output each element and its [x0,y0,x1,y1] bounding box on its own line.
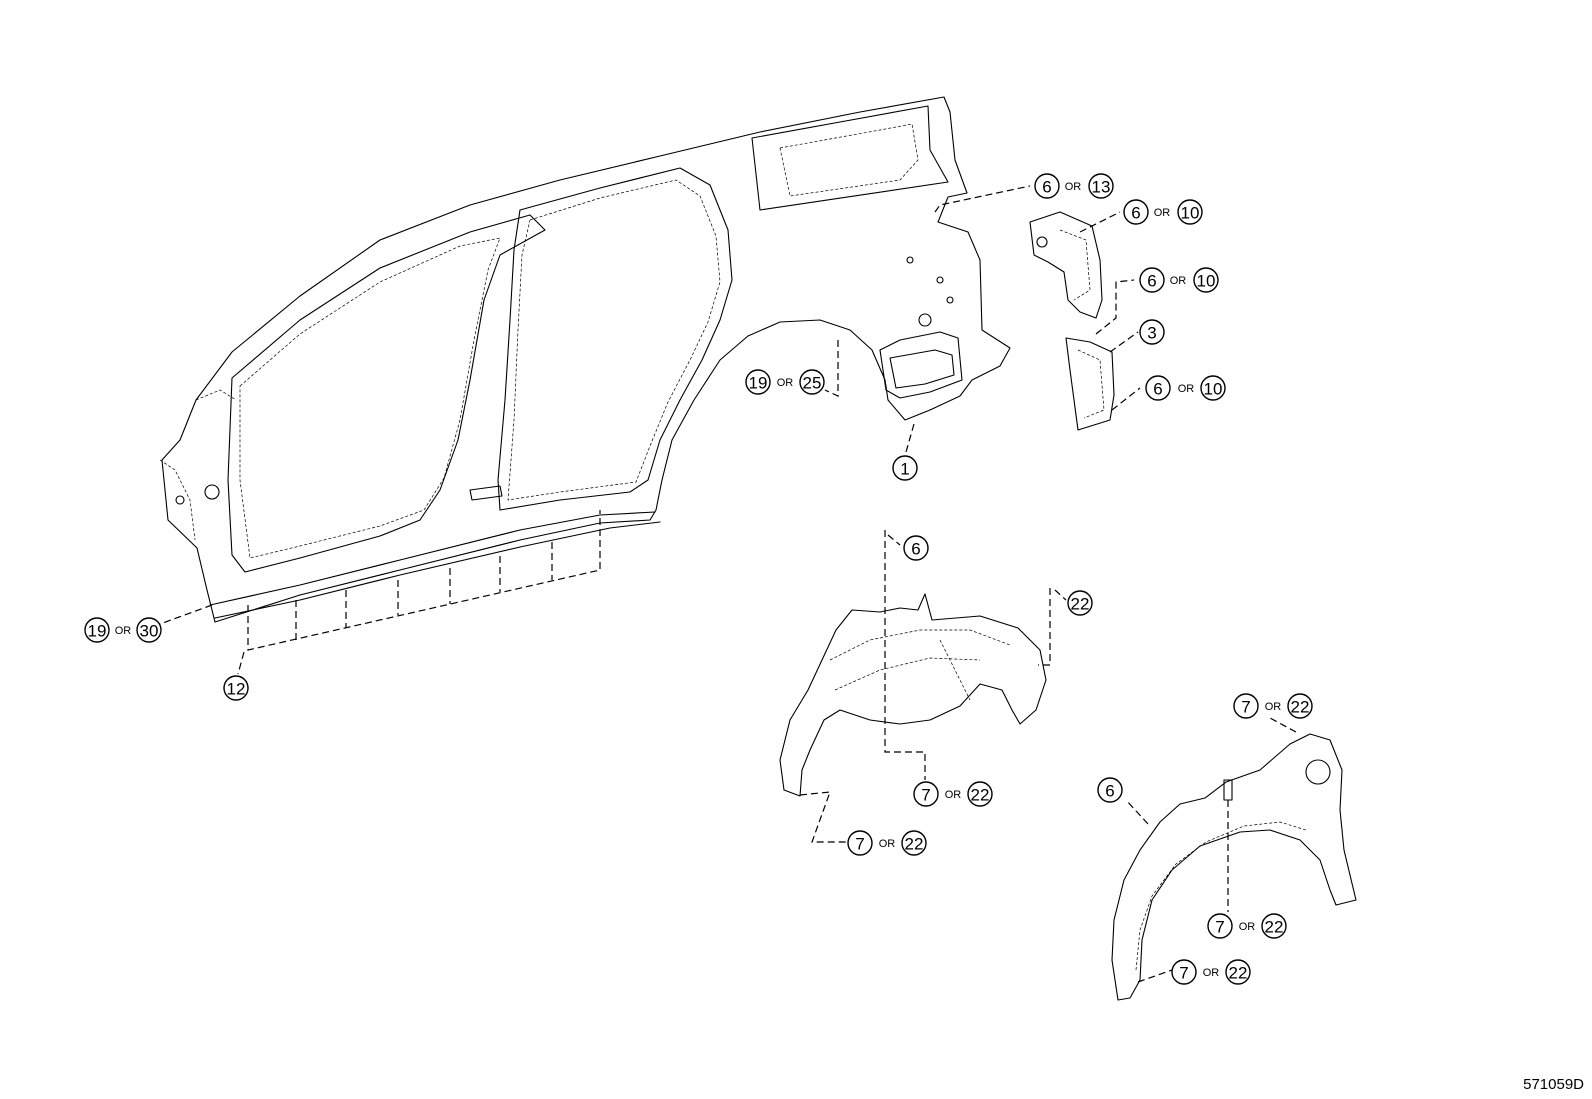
svg-text:7: 7 [921,786,930,805]
callout-1: 1 [892,455,918,481]
svg-text:7: 7 [1241,698,1250,717]
svg-text:7: 7 [1215,918,1224,937]
svg-text:OR: OR [115,625,132,637]
svg-text:19: 19 [88,622,107,641]
svg-text:OR: OR [1178,383,1195,395]
rear-wheel-house-outer [1111,733,1357,1001]
svg-text:6: 6 [1105,782,1114,801]
svg-text:13: 13 [1092,178,1111,197]
svg-text:6: 6 [1153,380,1162,399]
svg-text:10: 10 [1181,204,1200,223]
callout-22: 22 [1067,590,1093,616]
svg-text:10: 10 [1197,272,1216,291]
svg-text:22: 22 [1291,698,1310,717]
svg-text:19: 19 [749,374,768,393]
svg-text:6: 6 [1042,178,1051,197]
callout-19-or-30: 19 OR 30 [84,617,162,643]
callout-7-or-22-a: 7 OR 22 [1233,693,1313,719]
svg-text:6: 6 [911,540,920,559]
callout-7-or-22-c: 7 OR 22 [847,830,927,856]
svg-text:22: 22 [971,786,990,805]
svg-text:10: 10 [1204,380,1223,399]
callout-6-a: 6 [903,535,929,561]
svg-text:OR: OR [1065,181,1082,193]
svg-text:OR: OR [1265,701,1282,713]
svg-text:22: 22 [1265,918,1284,937]
svg-text:OR: OR [1154,207,1171,219]
rear-pillar-bracket-upper [1029,211,1103,319]
svg-text:22: 22 [905,835,924,854]
svg-text:25: 25 [803,374,822,393]
callout-7-or-22-d: 7 OR 22 [1207,913,1287,939]
svg-text:OR: OR [1239,921,1256,933]
svg-text:22: 22 [1229,964,1248,983]
svg-text:7: 7 [855,835,864,854]
svg-text:OR: OR [777,377,794,389]
callout-12: 12 [223,675,249,701]
rear-pillar-bracket-lower [1065,337,1115,431]
callout-6-or-10-c: 6 OR 10 [1145,375,1226,401]
svg-text:30: 30 [140,622,159,641]
svg-text:6: 6 [1131,204,1140,223]
diagram-code-label: 571059D [1523,1076,1584,1093]
svg-text:6: 6 [1147,272,1156,291]
svg-text:22: 22 [1071,595,1090,614]
svg-text:3: 3 [1147,324,1156,343]
callout-3: 3 [1139,319,1165,345]
callout-7-or-22-b: 7 OR 22 [913,781,993,807]
callout-7-or-22-e: 7 OR 22 [1171,959,1251,985]
callout-6-or-10-a: 6 OR 10 [1123,199,1203,225]
svg-text:1: 1 [900,460,909,479]
svg-text:OR: OR [1203,967,1220,979]
callout-6-or-13: 6 OR 13 [1034,173,1114,199]
svg-text:OR: OR [1170,275,1187,287]
body-side-outer-panel [159,96,1011,623]
svg-text:OR: OR [879,838,896,850]
leader-lines [159,185,1297,983]
svg-text:OR: OR [945,789,962,801]
callout-6-b: 6 [1097,777,1123,803]
callout-6-or-10-b: 6 OR 10 [1139,267,1219,293]
svg-text:7: 7 [1179,964,1188,983]
rear-wheel-house-inner [779,593,1047,797]
svg-text:12: 12 [227,680,246,699]
callout-19-or-25: 19 OR 25 [745,369,825,395]
